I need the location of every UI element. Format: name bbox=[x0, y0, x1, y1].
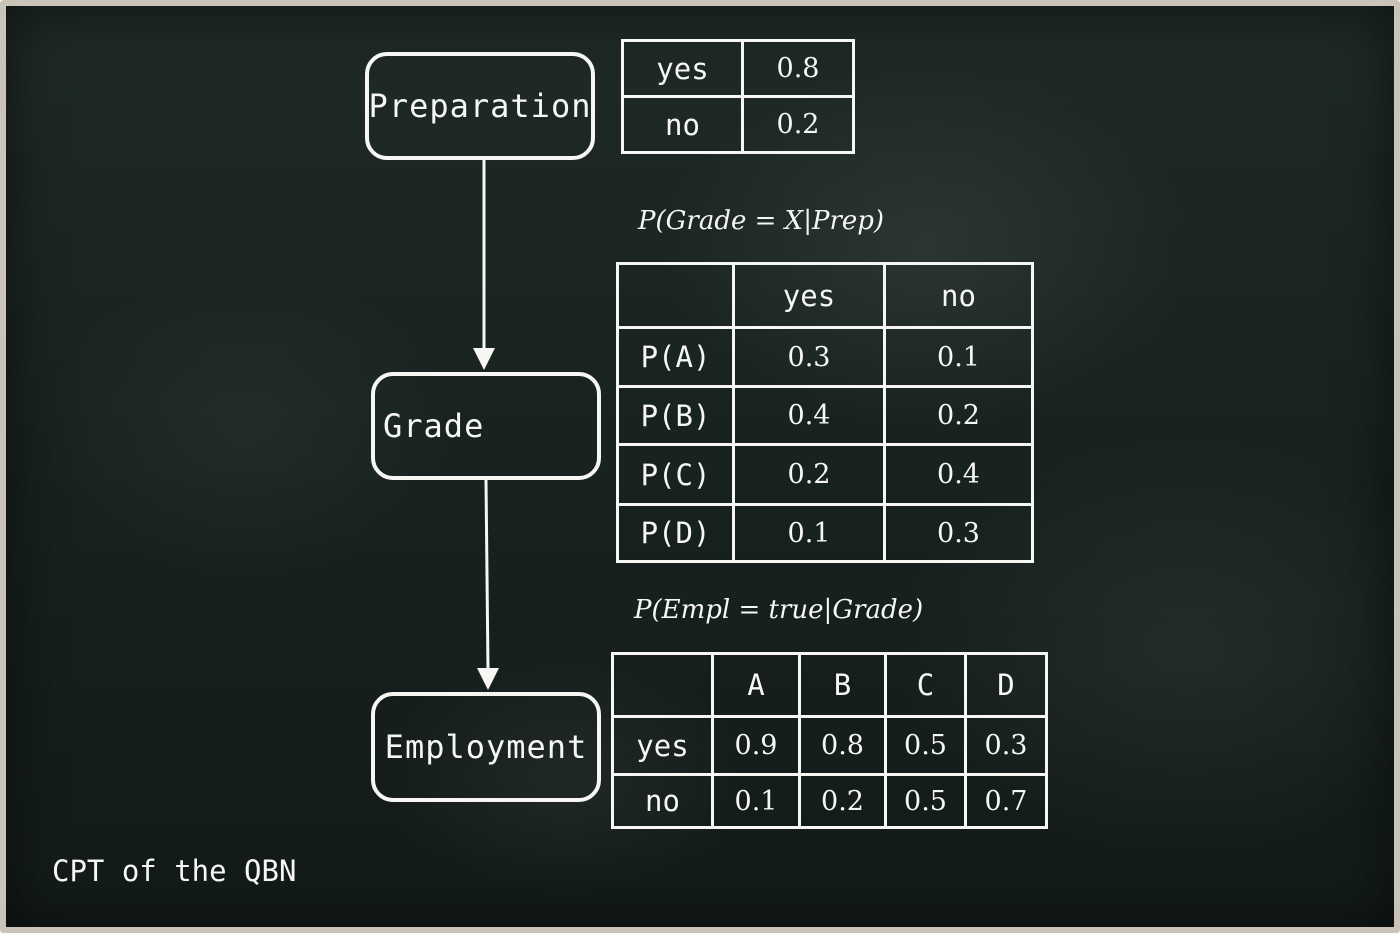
row-label-yes: yes bbox=[621, 39, 744, 98]
cell-value: 0.8 bbox=[741, 39, 855, 98]
node-grade-label: Grade bbox=[383, 407, 485, 445]
cell-value: 0.5 bbox=[884, 715, 967, 776]
cell-value: 0.4 bbox=[883, 443, 1034, 506]
cell-value: 0.2 bbox=[883, 385, 1034, 446]
row-label-no: no bbox=[621, 95, 744, 154]
cell-value: 0.1 bbox=[883, 326, 1034, 388]
table-row: no 0.2 bbox=[621, 95, 855, 154]
row-label: P(B) bbox=[616, 385, 735, 446]
table-row: no 0.1 0.2 0.5 0.7 bbox=[611, 773, 1048, 829]
table-row: P(D) 0.1 0.3 bbox=[616, 503, 1034, 563]
cell-value: 0.9 bbox=[711, 715, 801, 776]
arrow-grade-to-employment bbox=[477, 479, 499, 690]
header-yes: yes bbox=[732, 262, 886, 329]
caption: CPT of the QBN bbox=[52, 854, 297, 888]
node-preparation-label: Preparation bbox=[368, 87, 592, 125]
header-grade-a: A bbox=[711, 652, 801, 718]
node-grade: Grade bbox=[371, 372, 601, 480]
table-row: P(A) 0.3 0.1 bbox=[616, 326, 1034, 388]
row-label-yes: yes bbox=[611, 715, 714, 776]
cell-value: 0.2 bbox=[798, 773, 887, 829]
cell-value: 0.3 bbox=[964, 715, 1048, 776]
grade-cpt-table: yes no P(A) 0.3 0.1 P(B) 0.4 0.2 P(C) 0.… bbox=[616, 262, 1034, 563]
table-header-row: yes no bbox=[616, 262, 1034, 329]
table-header-row: A B C D bbox=[611, 652, 1048, 718]
table-row: yes 0.9 0.8 0.5 0.3 bbox=[611, 715, 1048, 776]
node-preparation: Preparation bbox=[365, 52, 595, 160]
grade-cpt-formula: P(Grade = X|Prep) bbox=[638, 206, 885, 236]
cell-value: 0.3 bbox=[732, 326, 886, 388]
cell-value: 0.8 bbox=[798, 715, 887, 776]
table-row: P(B) 0.4 0.2 bbox=[616, 385, 1034, 446]
row-label: P(D) bbox=[616, 503, 735, 563]
cell-value: 0.5 bbox=[884, 773, 967, 829]
row-label: P(C) bbox=[616, 443, 735, 506]
header-no: no bbox=[883, 262, 1034, 329]
header-grade-b: B bbox=[798, 652, 887, 718]
employment-cpt-table: A B C D yes 0.9 0.8 0.5 0.3 no 0.1 0.2 0… bbox=[611, 652, 1048, 829]
row-label-no: no bbox=[611, 773, 714, 829]
employment-cpt-formula: P(Empl = true|Grade) bbox=[634, 595, 924, 625]
header-empty bbox=[616, 262, 735, 329]
cell-value: 0.2 bbox=[741, 95, 855, 154]
header-empty bbox=[611, 652, 714, 718]
node-employment-label: Employment bbox=[384, 728, 588, 766]
table-row: yes 0.8 bbox=[621, 39, 855, 98]
cell-value: 0.4 bbox=[732, 385, 886, 446]
cell-value: 0.7 bbox=[964, 773, 1048, 829]
arrow-preparation-to-grade bbox=[473, 158, 495, 370]
header-grade-d: D bbox=[964, 652, 1048, 718]
cell-value: 0.2 bbox=[732, 443, 886, 506]
cell-value: 0.1 bbox=[711, 773, 801, 829]
table-row: P(C) 0.2 0.4 bbox=[616, 443, 1034, 506]
preparation-prior-table: yes 0.8 no 0.2 bbox=[621, 39, 855, 154]
node-employment: Employment bbox=[371, 692, 601, 802]
cell-value: 0.3 bbox=[883, 503, 1034, 563]
row-label: P(A) bbox=[616, 326, 735, 388]
header-grade-c: C bbox=[884, 652, 967, 718]
cell-value: 0.1 bbox=[732, 503, 886, 563]
